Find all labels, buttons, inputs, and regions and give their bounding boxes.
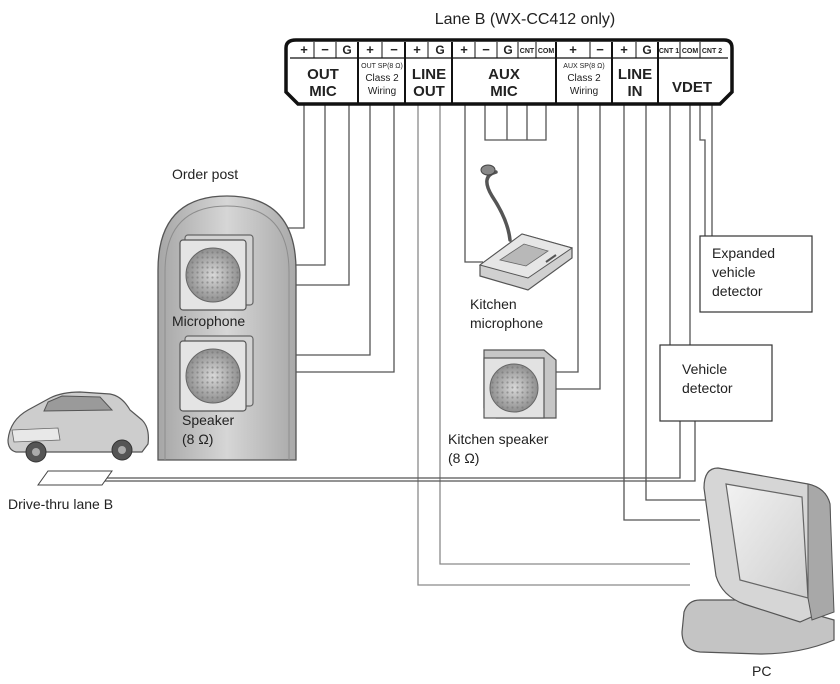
wire-line-in-plus — [623, 103, 700, 521]
group-aux-sp-line3: Wiring — [570, 86, 598, 97]
wire-aux-mic-plus — [464, 103, 483, 263]
kitchen-speaker — [483, 349, 557, 419]
group-out-mic-line1: OUT — [307, 66, 339, 83]
kitchen-mic-label: Kitchen — [470, 296, 517, 312]
group-line-in-line2: IN — [628, 83, 643, 100]
kitchen-speaker-impedance-label: (8 Ω) — [448, 450, 479, 466]
terminal-label: G — [342, 43, 351, 57]
speaker-label: Speaker — [182, 412, 234, 428]
terminal-label: CNT — [520, 48, 535, 55]
terminal-label: G — [503, 43, 512, 57]
group-out-mic-line2: MIC — [309, 83, 337, 100]
terminal-label: + — [460, 42, 468, 57]
wire-aux-sp-plus — [555, 103, 579, 373]
pc-illustration — [681, 467, 835, 655]
terminal-label: CNT 1 — [659, 48, 679, 55]
wire-aux-mic-comb — [484, 103, 547, 141]
terminal-label: COM — [682, 48, 699, 55]
wire-vd-loop-b — [105, 420, 696, 482]
terminal-label: COM — [538, 48, 555, 55]
kitchen-mic-label-2: microphone — [470, 315, 543, 331]
wires — [105, 103, 713, 586]
wire-vdet-com2 — [699, 103, 706, 236]
order-post-speaker — [179, 335, 254, 412]
terminal-block: + − G + − + G + − G CNT COM + − + G CNT … — [284, 38, 734, 106]
speaker-impedance-label: (8 Ω) — [182, 431, 213, 447]
wire-line-out-g — [439, 103, 690, 565]
kitchen-microphone — [478, 164, 574, 291]
kitchen-speaker-label: Kitchen speaker — [448, 431, 549, 447]
order-post: Order post Microphone Speaker (8 Ω) — [157, 166, 297, 461]
expanded-vd-label-2: vehicle — [712, 264, 756, 280]
pc-label: PC — [752, 663, 771, 679]
terminal-label: − — [390, 42, 398, 57]
terminal-label: + — [569, 42, 577, 57]
group-aux-sp-line2: Class 2 — [567, 73, 601, 84]
group-aux-mic-line2: MIC — [490, 83, 518, 100]
terminal-block-outline — [284, 38, 734, 106]
terminal-label: + — [300, 42, 308, 57]
car-illustration — [7, 391, 149, 463]
terminal-label: G — [435, 43, 444, 57]
group-line-in-line1: LINE — [618, 66, 652, 83]
terminal-label: − — [596, 42, 604, 57]
group-aux-mic-line1: AUX — [488, 66, 520, 83]
lane-loop-icon — [37, 470, 113, 486]
vehicle-detector-box — [659, 344, 773, 422]
vd-label-1: Vehicle — [682, 361, 727, 377]
terminal-label: − — [482, 42, 490, 57]
terminal-label: − — [321, 42, 329, 57]
wire-out-sp-minus — [256, 103, 395, 373]
terminal-label: G — [642, 43, 651, 57]
wire-line-out-plus — [417, 103, 690, 586]
group-aux-sp-line1: AUX SP(8 Ω) — [563, 63, 604, 70]
microphone-label: Microphone — [172, 313, 245, 329]
order-post-microphone — [179, 234, 254, 311]
diagram-title: Lane B (WX-CC412 only) — [435, 11, 616, 28]
group-out-sp-line2: Class 2 — [365, 73, 399, 84]
vd-label-2: detector — [682, 380, 733, 396]
order-post-label: Order post — [172, 166, 238, 182]
terminal-label: + — [366, 42, 374, 57]
group-out-sp-line3: Wiring — [368, 86, 396, 97]
terminal-label: + — [413, 42, 421, 57]
drive-thru-label: Drive-thru lane B — [8, 496, 113, 512]
terminal-label: CNT 2 — [702, 48, 722, 55]
group-vdet: VDET — [672, 79, 712, 96]
wire-vd-loop-a — [105, 420, 681, 479]
terminal-label: + — [620, 42, 628, 57]
wire-line-in-g — [645, 103, 705, 501]
expanded-vd-label-1: Expanded — [712, 245, 775, 261]
group-line-out-line1: LINE — [412, 66, 446, 83]
group-line-out-line2: OUT — [413, 83, 445, 100]
wire-aux-sp-minus — [555, 103, 601, 390]
expanded-vehicle-detector-box — [699, 235, 813, 313]
group-out-sp-line1: OUT SP(8 Ω) — [361, 63, 403, 70]
expanded-vd-label-3: detector — [712, 283, 763, 299]
